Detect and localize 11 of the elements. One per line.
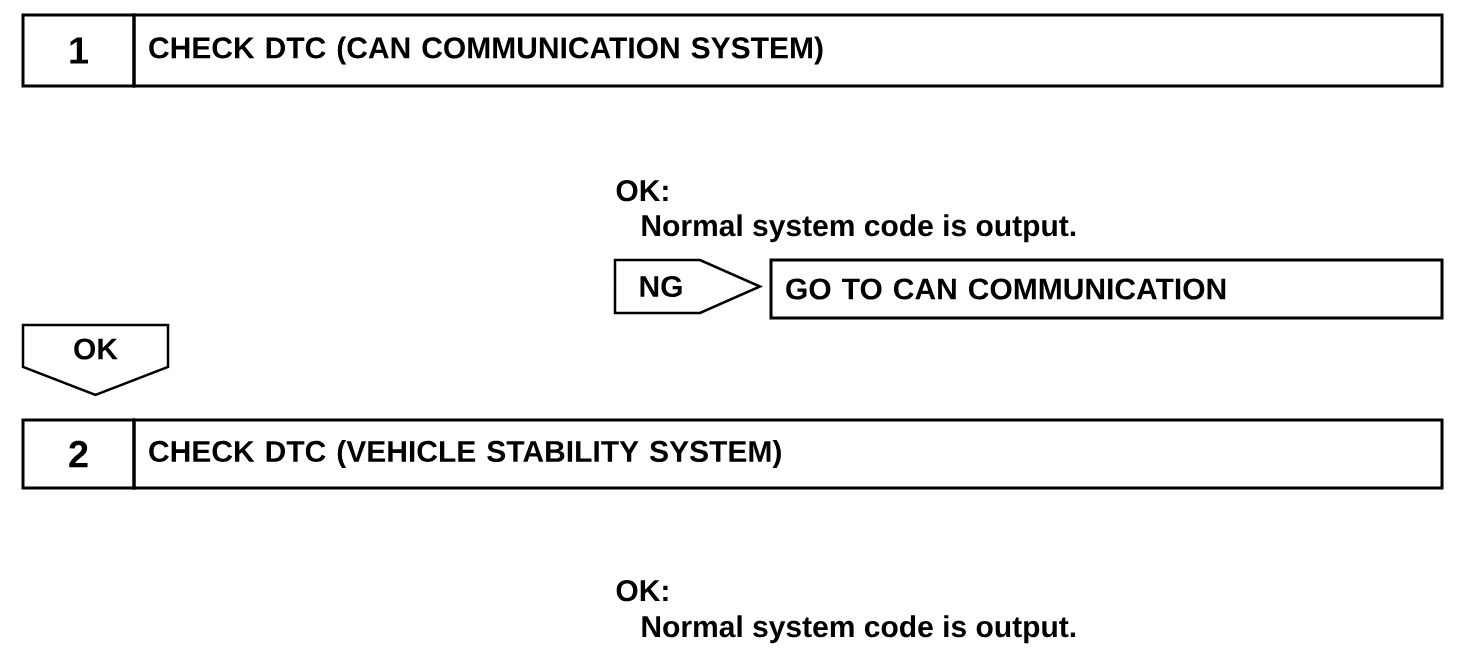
chevron-tag: OK: [21, 323, 170, 397]
target-box: GO TO CAN COMMUNICATION: [769, 258, 1444, 320]
step-title-cell: CHECK DTC (CAN COMMUNICATION SYSTEM): [132, 13, 1444, 88]
criterion-text: Normal system code is output.: [642, 615, 1076, 644]
criterion-heading: OK:: [616, 180, 668, 202]
step-number-cell: 2: [21, 418, 136, 490]
chevron-tag: NG: [613, 258, 764, 315]
criterion-text: Normal system code is output.: [642, 214, 1076, 243]
step-number-cell: 1: [21, 13, 136, 88]
step-title-cell: CHECK DTC (VEHICLE STABILITY SYSTEM): [132, 418, 1444, 490]
criterion-heading: OK:: [616, 580, 668, 602]
